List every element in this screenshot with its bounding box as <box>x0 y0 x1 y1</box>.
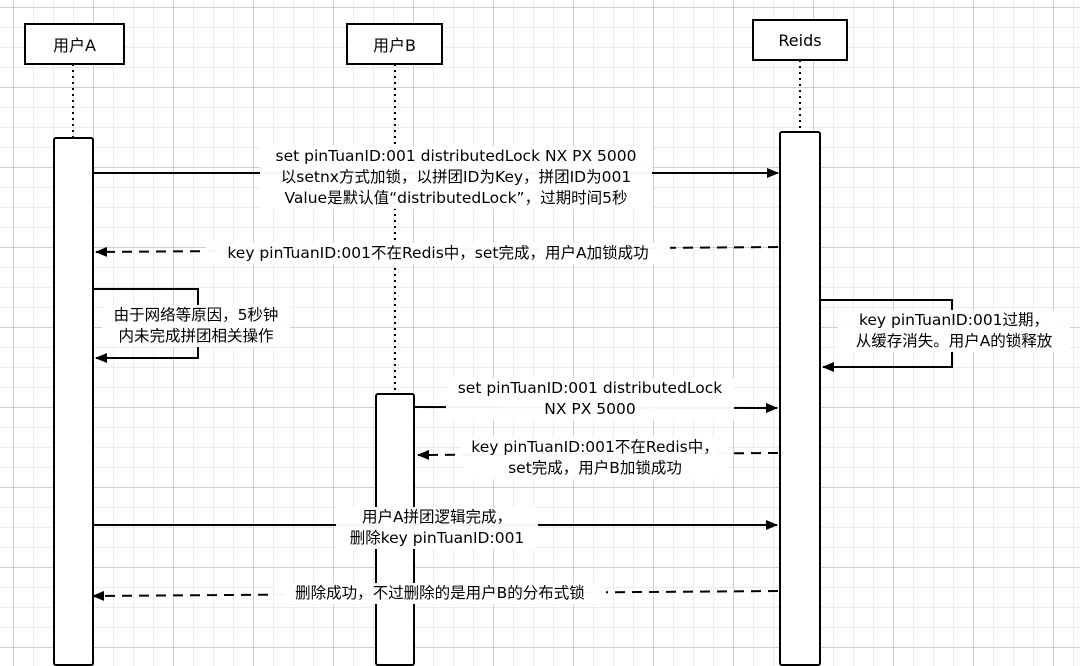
message-m2: key pinTuanID:001不在Redis中，set完成，用户A加锁成功 <box>206 243 670 264</box>
participant-redis: Reids <box>752 19 848 61</box>
message-m3-line-1: 由于网络等原因，5秒钟 <box>113 306 279 324</box>
message-m3-line-2: 内未完成拼团相关操作 <box>118 327 274 345</box>
message-m1-line-1: set pinTuanID:001 distributedLock NX PX … <box>275 147 637 165</box>
message-m5-line-1: set pinTuanID:001 distributedLock <box>457 379 723 397</box>
message-m8: 删除成功，不过删除的是用户B的分布式锁 <box>274 583 606 604</box>
participant-user-b: 用户B <box>346 23 443 65</box>
message-m3: 由于网络等原因，5秒钟 内未完成拼团相关操作 <box>102 305 290 347</box>
message-m6-line-1: key pinTuanID:001不在Redis中， <box>471 438 719 456</box>
participant-user-a: 用户A <box>24 23 125 65</box>
message-m5-line-2: NX PX 5000 <box>544 400 636 418</box>
activation-user-a <box>53 137 94 666</box>
message-m1: set pinTuanID:001 distributedLock NX PX … <box>260 146 652 209</box>
message-m7: 用户A拼团逻辑完成， 删除key pinTuanID:001 <box>336 507 538 549</box>
message-m1-line-3: Value是默认值“distributedLock”，过期时间5秒 <box>284 189 628 207</box>
message-m2-line-1: key pinTuanID:001不在Redis中，set完成，用户A加锁成功 <box>227 244 649 262</box>
message-m5: set pinTuanID:001 distributedLock NX PX … <box>446 378 734 420</box>
message-m7-line-1: 用户A拼团逻辑完成， <box>361 508 513 526</box>
message-m4-line-1: key pinTuanID:001过期， <box>858 311 1050 329</box>
participant-user-b-label: 用户B <box>373 36 416 55</box>
message-m6: key pinTuanID:001不在Redis中， set完成，用户B加锁成功 <box>462 437 728 479</box>
activation-redis <box>779 131 821 666</box>
message-m4-line-2: 从缓存消失。用户A的锁释放 <box>855 332 1053 350</box>
message-m4: key pinTuanID:001过期， 从缓存消失。用户A的锁释放 <box>838 310 1070 352</box>
message-m8-line-1: 删除成功，不过删除的是用户B的分布式锁 <box>295 584 585 602</box>
message-m1-line-2: 以setnx方式加锁，以拼团ID为Key，拼团ID为001 <box>280 168 632 186</box>
participant-redis-label: Reids <box>778 30 822 50</box>
message-m6-line-2: set完成，用户B加锁成功 <box>508 459 682 477</box>
message-m7-line-2: 删除key pinTuanID:001 <box>349 529 525 547</box>
participant-user-a-label: 用户A <box>53 36 96 55</box>
